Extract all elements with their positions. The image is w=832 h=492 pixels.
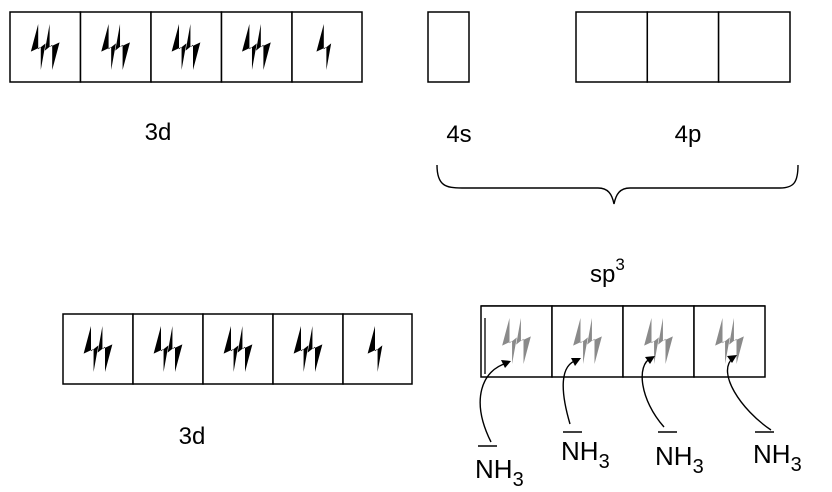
lower-3d-spin-up-electron-3	[223, 326, 239, 372]
upper-3d-spin-down-electron-4	[256, 24, 271, 70]
donation-arrowhead-3	[645, 356, 655, 364]
lower-3d-box-5	[342, 313, 413, 385]
lower-3d-spin-up-electron-4	[293, 326, 309, 372]
upper-3d-spin-down-electron-1	[44, 24, 60, 70]
upper-4s-box	[427, 11, 470, 83]
ligand-1: NH3	[475, 445, 524, 491]
upper-3d-box-3	[150, 11, 223, 83]
lower-3d-spin-up-electron-2	[153, 326, 169, 372]
sp3-spin-down-electron-1	[516, 318, 531, 364]
upper-3d-spin-up-electron-5	[316, 24, 332, 70]
upper-4s-orbital-box	[427, 11, 470, 83]
sp3-box-4	[693, 305, 766, 378]
lower-3d-spin-up-electron-5	[367, 326, 383, 372]
donation-arrow-2	[562, 359, 578, 425]
upper-4p-box-3	[717, 11, 791, 83]
lower-3d-spin-down-electron-4	[307, 326, 323, 372]
sp3-spin-up-electron-1	[502, 318, 517, 364]
upper-4p-orbital-boxes	[575, 11, 791, 83]
sp3-box-2	[551, 305, 624, 378]
lower-3d-orbital-boxes	[62, 313, 413, 385]
lower-3d-electrons	[83, 326, 383, 372]
donation-arrowhead-4	[727, 355, 737, 363]
upper-3d-orbital-boxes	[9, 11, 363, 83]
ligand-4: NH3	[753, 431, 802, 476]
sp3-box-1	[480, 305, 553, 378]
lower-3d-box-3	[202, 313, 274, 385]
lower-3d-spin-down-electron-2	[167, 326, 183, 372]
ligand-2: NH3	[561, 431, 610, 473]
upper-3d-box-1	[9, 11, 82, 83]
upper-3d-spin-up-electron-2	[101, 24, 116, 70]
upper-3d-label: 3d	[145, 119, 172, 146]
lower-sp3-orbital-boxes	[480, 305, 766, 378]
lower-3d-spin-down-electron-1	[97, 326, 113, 372]
hybridization-brace	[436, 164, 799, 205]
lower-3d-spin-down-electron-3	[237, 326, 253, 372]
upper-4s-label: 4s	[446, 121, 471, 148]
ligand-2-formula: NH3	[561, 436, 610, 473]
lower-3d-box-2	[132, 313, 204, 385]
upper-3d-spin-down-electron-3	[185, 24, 201, 70]
sp3-spin-up-electron-3	[644, 318, 659, 364]
upper-3d-spin-up-electron-4	[242, 24, 257, 70]
upper-3d-spin-up-electron-1	[30, 24, 46, 70]
donation-arrow-4	[726, 357, 772, 431]
sp3-spin-down-electron-2	[587, 318, 602, 364]
donation-arrow-1	[479, 362, 508, 443]
ligand-4-formula: NH3	[753, 439, 802, 476]
ligand-3: NH3	[655, 431, 704, 478]
sp3-spin-up-electron-4	[715, 318, 730, 364]
lower-3d-box-4	[272, 313, 344, 385]
donation-arrow-3	[641, 357, 665, 428]
donation-arrowhead-2	[571, 358, 581, 366]
upper-3d-box-2	[79, 11, 152, 83]
hybrid-label: sp3	[590, 255, 625, 288]
upper-4p-label: 4p	[675, 121, 702, 148]
sp3-donated-electrons	[502, 318, 744, 364]
lower-3d-spin-up-electron-1	[83, 326, 99, 372]
sp3-spin-up-electron-2	[573, 318, 588, 364]
ligand-3-formula: NH3	[655, 441, 704, 478]
sp3-spin-down-electron-3	[658, 318, 673, 364]
upper-3d-spin-up-electron-3	[171, 24, 187, 70]
sp3-box-3	[622, 305, 695, 378]
upper-4p-box-2	[646, 11, 720, 83]
upper-4p-box-1	[575, 11, 649, 83]
lower-3d-box-1	[62, 313, 134, 385]
lower-3d-label: 3d	[179, 423, 206, 450]
donation-arrows	[479, 355, 772, 443]
upper-3d-spin-down-electron-2	[115, 24, 130, 70]
donation-arrowhead-1	[501, 360, 511, 368]
ligand-1-formula: NH3	[475, 454, 524, 491]
upper-3d-electrons	[30, 24, 332, 70]
sp3-spin-down-electron-4	[729, 318, 744, 364]
